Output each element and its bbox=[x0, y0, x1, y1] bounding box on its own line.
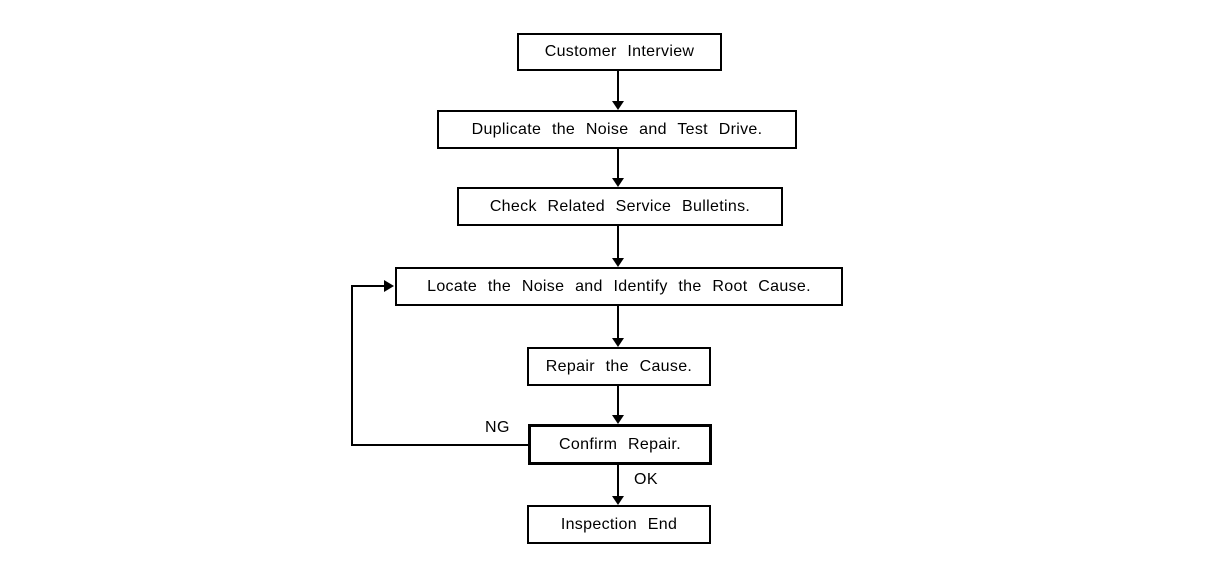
feedback-line-top bbox=[351, 285, 385, 287]
feedback-line-bottom bbox=[351, 444, 528, 446]
arrowhead-down-icon bbox=[612, 258, 624, 267]
node-locate-noise-root-cause: Locate the Noise and Identify the Root C… bbox=[395, 267, 843, 306]
arrowhead-right-icon bbox=[384, 280, 394, 292]
node-check-service-bulletins: Check Related Service Bulletins. bbox=[457, 187, 783, 226]
connector-line-4 bbox=[617, 306, 619, 339]
arrowhead-down-icon bbox=[612, 496, 624, 505]
edge-label-ng: NG bbox=[485, 419, 510, 436]
arrowhead-down-icon bbox=[612, 101, 624, 110]
node-inspection-end: Inspection End bbox=[527, 505, 711, 544]
node-duplicate-noise-test-drive: Duplicate the Noise and Test Drive. bbox=[437, 110, 797, 149]
edge-label-ok: OK bbox=[634, 471, 659, 488]
node-confirm-repair: Confirm Repair. bbox=[528, 424, 712, 465]
node-customer-interview: Customer Interview bbox=[517, 33, 722, 71]
connector-line-6 bbox=[617, 465, 619, 497]
connector-line-2 bbox=[617, 149, 619, 179]
connector-line-5 bbox=[617, 386, 619, 416]
arrowhead-down-icon bbox=[612, 338, 624, 347]
connector-line-3 bbox=[617, 226, 619, 259]
arrowhead-down-icon bbox=[612, 415, 624, 424]
feedback-line-vertical bbox=[351, 285, 353, 446]
connector-line-1 bbox=[617, 71, 619, 102]
node-repair-cause: Repair the Cause. bbox=[527, 347, 711, 386]
arrowhead-down-icon bbox=[612, 178, 624, 187]
